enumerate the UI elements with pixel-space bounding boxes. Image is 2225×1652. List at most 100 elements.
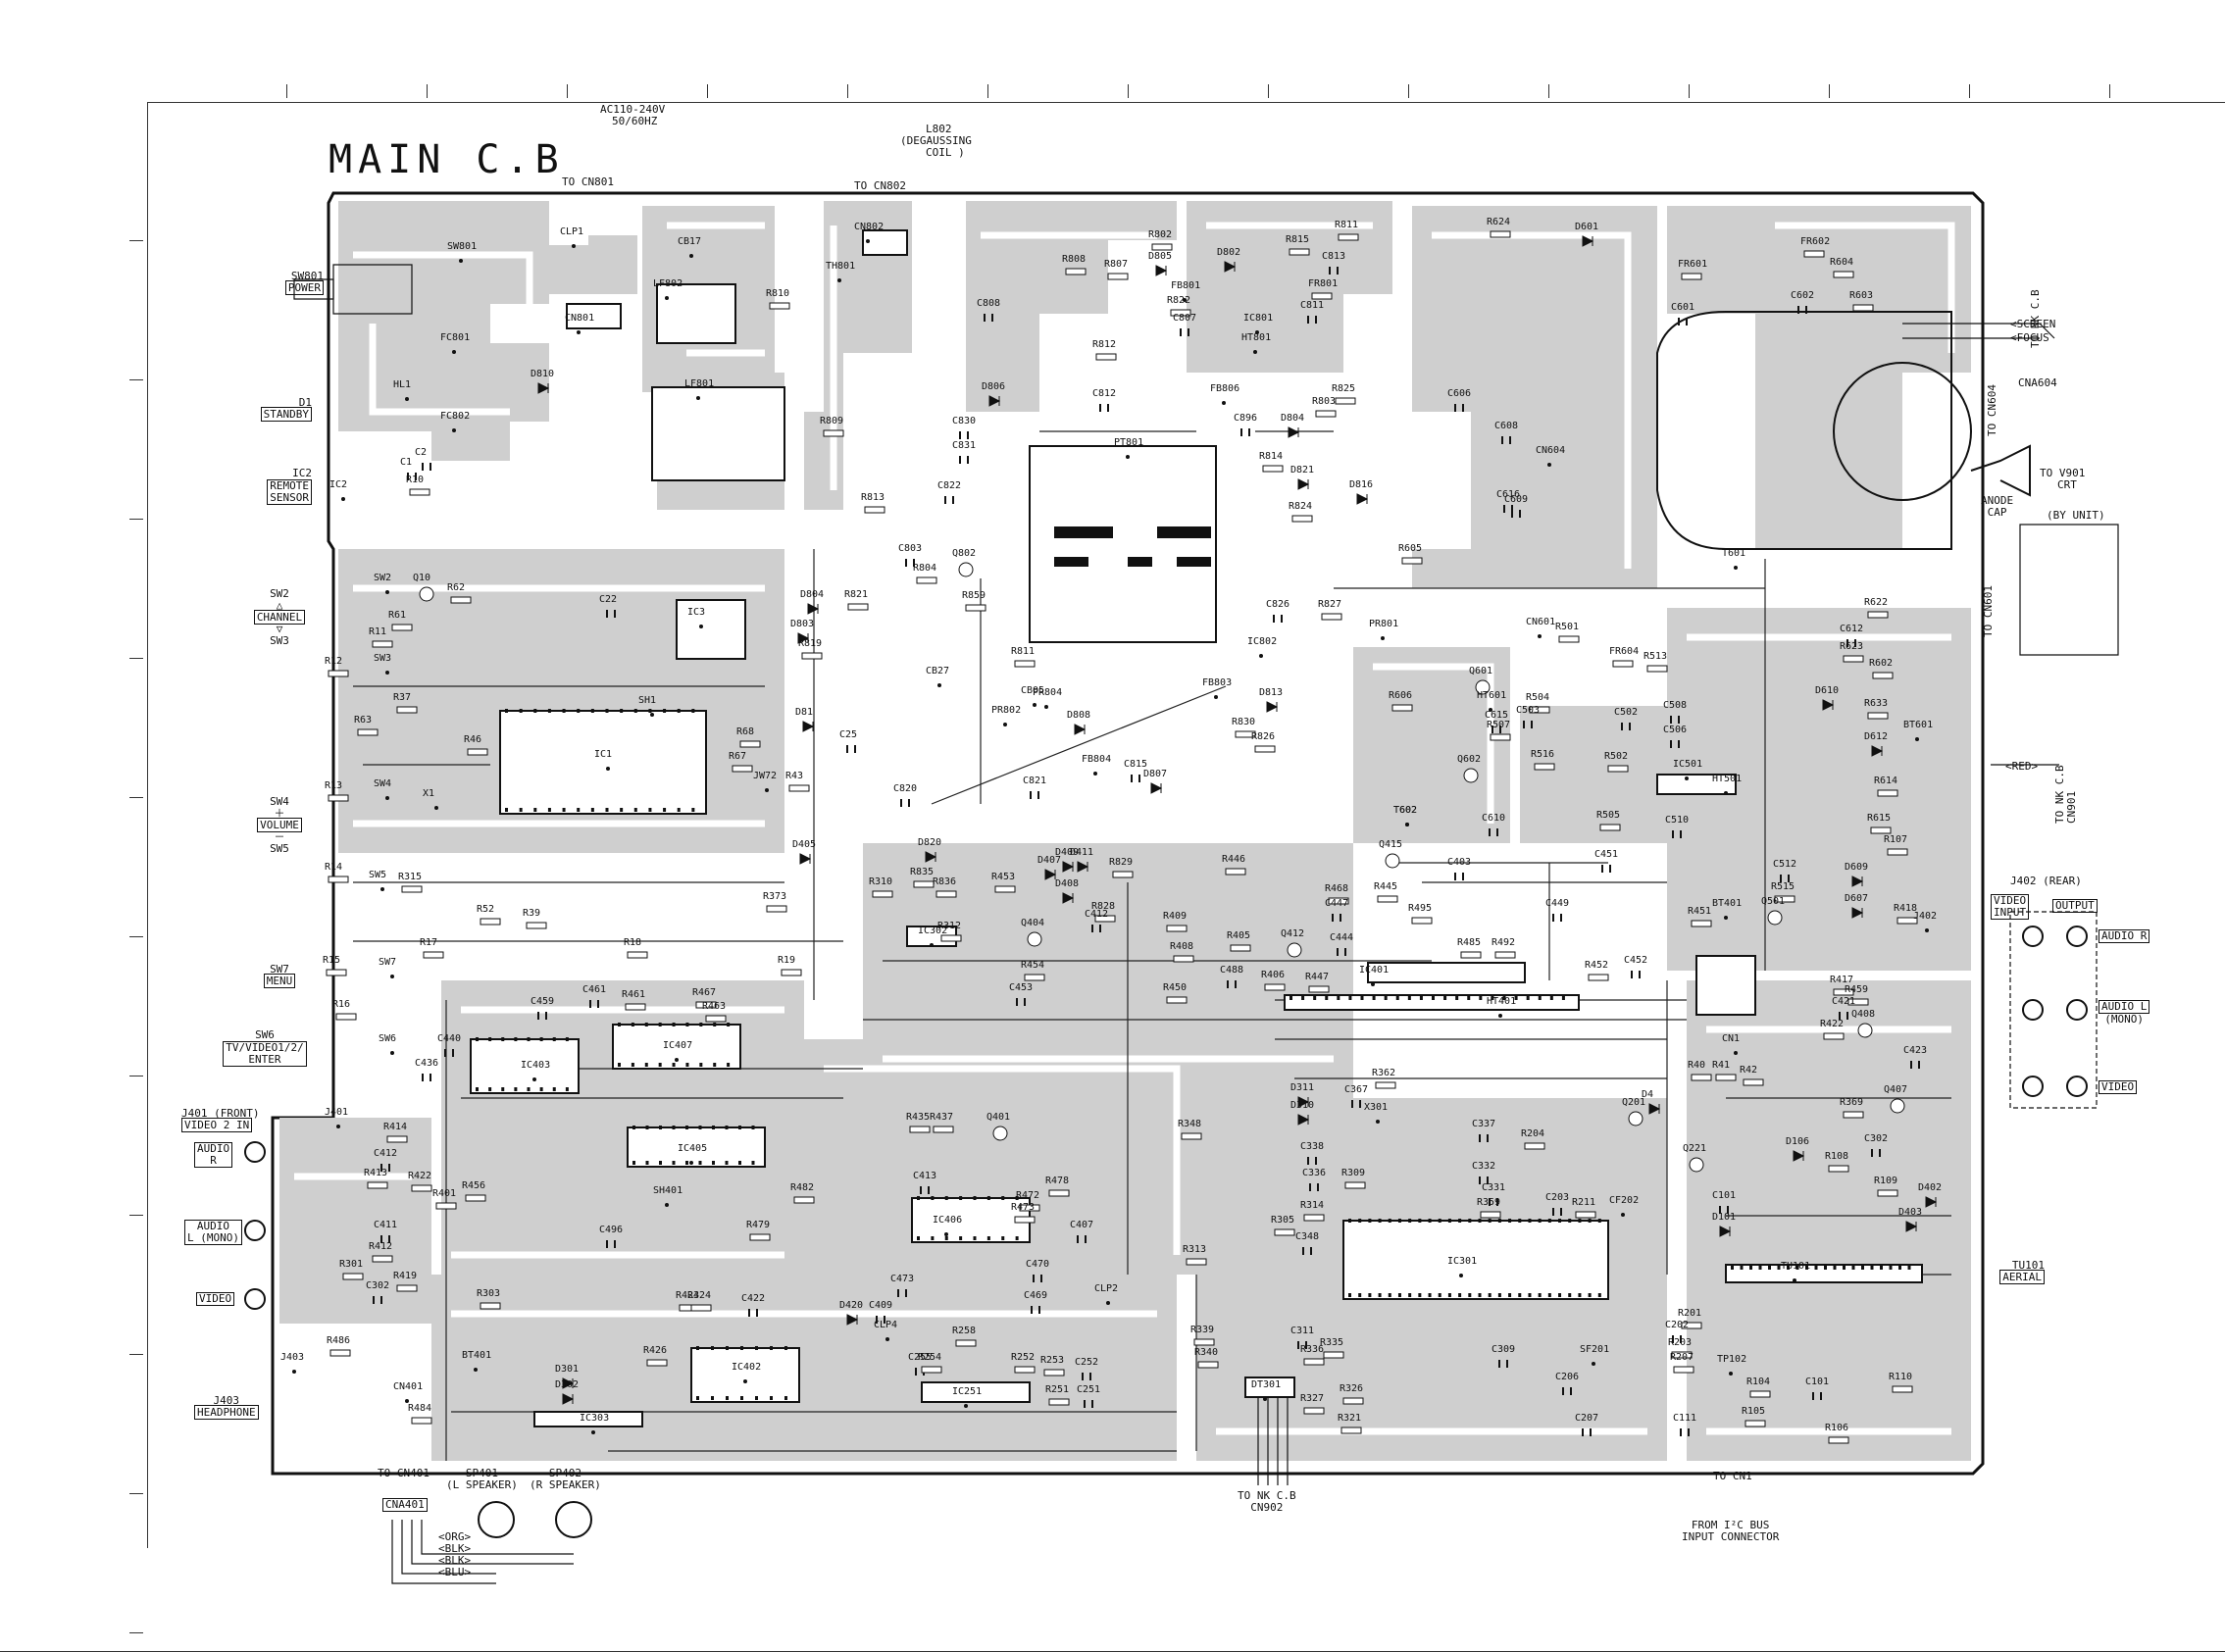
part-ref-r501: R501 (1555, 622, 1580, 632)
part-ref-c111: C111 (1673, 1413, 1697, 1424)
copper-secondary (1412, 206, 1657, 588)
part-symbol-r803 (1315, 410, 1337, 418)
ic301-package (1342, 1220, 1609, 1300)
part-symbol-r108 (1828, 1165, 1849, 1173)
ic-pin (1814, 1266, 1818, 1270)
ic-pin (770, 1346, 773, 1350)
part-ref-c488: C488 (1220, 965, 1244, 976)
ic-pin (685, 1023, 689, 1026)
part-symbol-r67 (732, 765, 753, 773)
ic-pin (712, 1126, 715, 1129)
part-ref-r422: R422 (408, 1171, 432, 1181)
part-symbol-ic801 (1255, 330, 1259, 334)
part-symbol-c508 (1670, 716, 1680, 724)
part-ref-r204: R204 (1521, 1128, 1545, 1139)
part-ref-c207: C207 (1575, 1413, 1599, 1424)
part-symbol-r468 (1328, 897, 1349, 905)
part-symbol-clp1 (572, 244, 576, 248)
flyback-assembly (1656, 311, 2031, 550)
part-symbol-sh401 (665, 1203, 669, 1207)
part-symbol-c206 (1562, 1387, 1572, 1395)
ic-pin (1777, 1266, 1781, 1270)
part-symbol-r12 (328, 670, 349, 677)
part-ref-r472: R472 (1016, 1190, 1040, 1201)
part-symbol-d106 (1793, 1150, 1805, 1162)
ic-pin (917, 1236, 920, 1240)
part-ref-c22: C22 (599, 594, 618, 605)
part-symbol-r312 (940, 934, 962, 942)
ic-pin (658, 1063, 662, 1067)
part-ref-c821: C821 (1023, 776, 1047, 786)
part-ref-r207: R207 (1670, 1352, 1694, 1363)
part-symbol-ht401 (1498, 1014, 1502, 1018)
part-ref-c440: C440 (437, 1033, 462, 1044)
part-ref-r417: R417 (1830, 975, 1854, 985)
part-ref-d807: D807 (1143, 769, 1168, 779)
ic-pin (501, 1087, 505, 1091)
part-ref-r315: R315 (398, 872, 423, 882)
ic-pin (672, 1063, 676, 1067)
ic-pin (605, 808, 609, 812)
part-symbol-ic251 (964, 1404, 968, 1408)
part-symbol-r467 (695, 1001, 717, 1009)
ic-pin (505, 709, 508, 713)
part-ref-r804: R804 (913, 563, 937, 574)
part-ref-q408: Q408 (1851, 1009, 1876, 1020)
part-ref-sw6: SW6 (379, 1033, 397, 1044)
part-ref-c496: C496 (599, 1225, 624, 1235)
part-symbol-d310 (1297, 1114, 1310, 1126)
part-symbol-q412 (1287, 942, 1302, 958)
ic-pin (1514, 996, 1518, 1000)
frame-tick (129, 797, 143, 798)
part-symbol-c451 (1601, 865, 1611, 873)
part-ref-r479: R479 (746, 1220, 771, 1230)
part-ref-r605: R605 (1398, 543, 1423, 554)
part-symbol-ic405 (689, 1161, 693, 1165)
ic-pin (740, 1396, 743, 1400)
ic-pin (698, 1161, 702, 1165)
part-symbol-q407 (1890, 1098, 1905, 1114)
part-symbol-r303 (480, 1302, 501, 1310)
ic-pin (1368, 1293, 1372, 1297)
part-symbol-r478 (1048, 1189, 1070, 1197)
ic-pin (533, 808, 537, 812)
to-nk-cb-top: TO NK C.B (2029, 289, 2042, 348)
part-ref-r810: R810 (766, 288, 790, 299)
cn802-connector (862, 229, 908, 256)
cn801-connector (566, 303, 622, 329)
ic303-package (533, 1411, 643, 1427)
part-ref-c2: C2 (415, 447, 428, 458)
tu101-function: AERIAL (1999, 1270, 2045, 1284)
part-ref-fc801: FC801 (440, 332, 471, 343)
part-ref-q802: Q802 (952, 548, 977, 559)
ic1-package (499, 710, 707, 815)
tu101-label: TU101 AERIAL (1991, 1260, 2045, 1284)
part-ref-fb806: FB806 (1210, 383, 1240, 394)
part-ref-c601: C601 (1671, 302, 1695, 313)
sw801-label: SW801 POWER (265, 271, 324, 295)
enter-function-1: TV/VIDEO1/2/ (226, 1041, 304, 1054)
ic-pin (1432, 996, 1435, 1000)
frame-tick (129, 1215, 143, 1216)
part-symbol-ic403 (532, 1077, 536, 1081)
part-symbol-r479 (749, 1233, 771, 1241)
ic-pin (1388, 1219, 1391, 1223)
part-symbol-r452 (1588, 974, 1609, 981)
part-symbol-r859 (965, 604, 986, 612)
part-symbol-c615 (1492, 726, 1501, 733)
part-ref-t601: T601 (1722, 548, 1746, 559)
part-symbol-ic501 (1685, 776, 1689, 780)
part-ref-r492: R492 (1492, 937, 1516, 948)
lf801-choke (651, 386, 785, 481)
part-ref-clp4: CLP4 (874, 1320, 898, 1330)
ic-pin (1549, 996, 1553, 1000)
part-ref-d409: D409 (1055, 847, 1080, 858)
part-symbol-r828 (1094, 915, 1116, 923)
part-symbol-dt301 (1263, 1397, 1267, 1401)
wire-blk-1-text: BLK (444, 1542, 465, 1555)
ic-pin (917, 1196, 920, 1200)
ic-pin (1907, 1266, 1911, 1270)
part-ref-r359: R359 (1477, 1197, 1501, 1208)
part-ref-d610: D610 (1815, 685, 1840, 696)
part-ref-d301: D301 (555, 1364, 580, 1375)
